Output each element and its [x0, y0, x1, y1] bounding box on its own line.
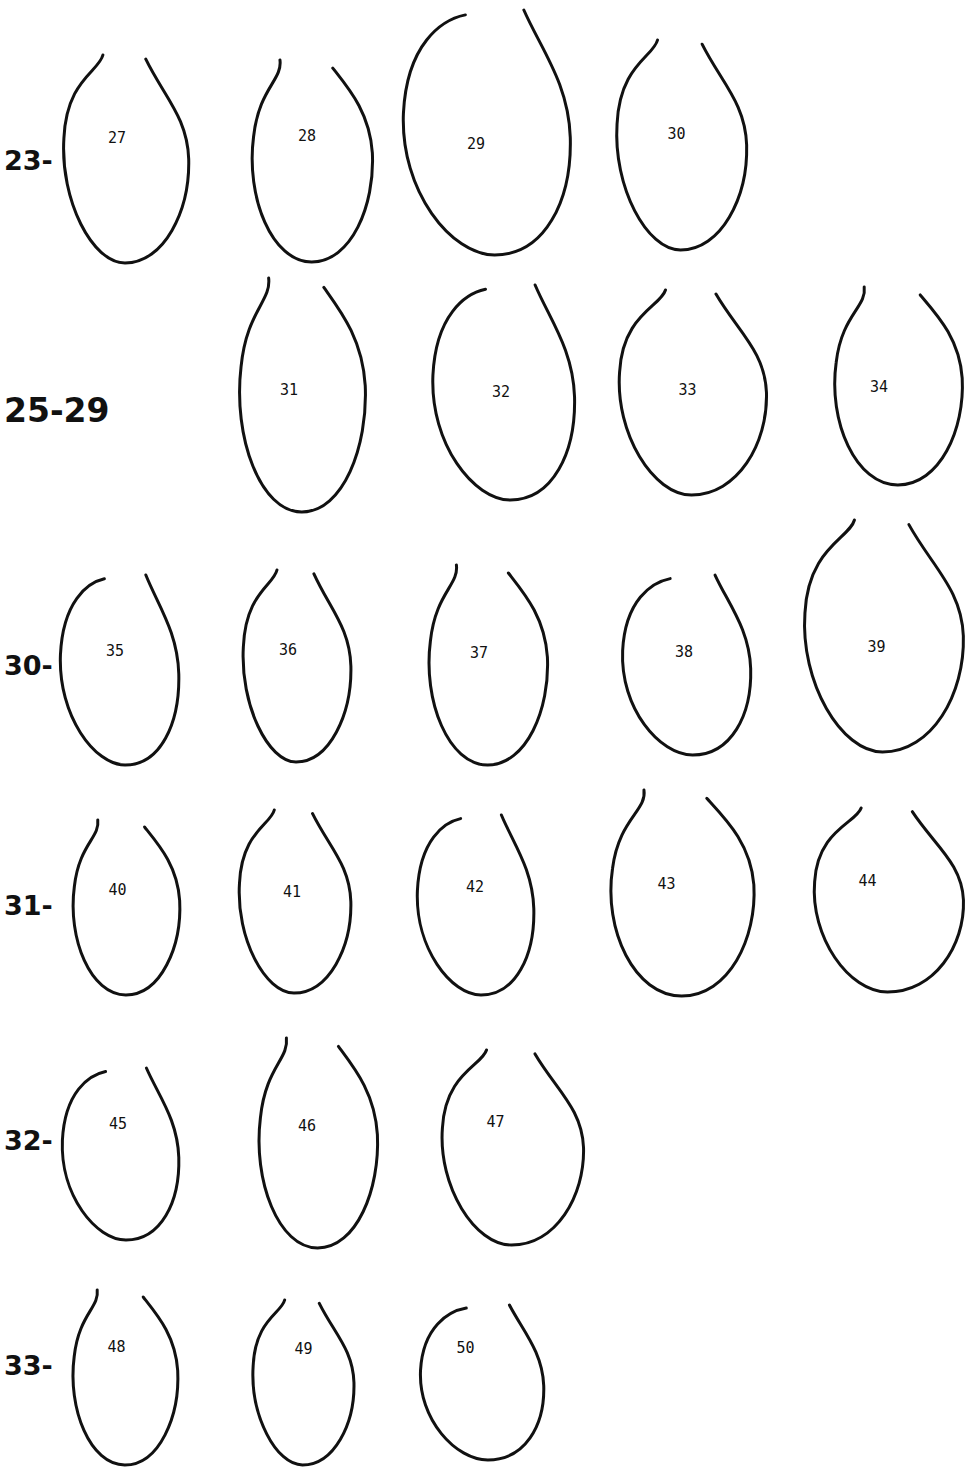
heart-outline-shape	[250, 1300, 355, 1465]
specimen-number: 46	[242, 1119, 372, 1134]
heart-outline-path	[623, 575, 751, 755]
heart-outline-path	[73, 820, 180, 995]
heart-outline-shape	[65, 1290, 180, 1465]
specimen-number: 30	[609, 127, 744, 142]
heart-outline-path	[62, 1068, 179, 1240]
heart-outline-path	[835, 287, 963, 485]
heart-outline-shape	[600, 790, 757, 996]
heart-outline: 48	[65, 1290, 180, 1465]
heart-outline-shape	[825, 287, 965, 485]
heart-outline-path	[805, 520, 964, 752]
heart-outline: 29	[400, 10, 572, 255]
heart-outline-shape	[65, 820, 182, 995]
specimen-number: 42	[415, 880, 535, 895]
specimen-number: 44	[790, 874, 945, 889]
heart-outline-path	[252, 60, 372, 262]
heart-outline: 28	[243, 60, 375, 262]
specimen-number: 39	[794, 640, 959, 655]
heart-outline-path	[814, 808, 963, 992]
heart-outline-path	[73, 1290, 178, 1465]
heart-outline-shape	[230, 278, 368, 512]
heart-outline-shape	[800, 520, 965, 752]
heart-outline: 31	[230, 278, 368, 512]
heart-outline-shape	[60, 55, 190, 263]
specimen-number: 47	[422, 1115, 569, 1130]
heart-outline-shape	[810, 808, 965, 992]
specimen-number: 33	[611, 383, 764, 398]
specimen-number: 35	[54, 644, 176, 659]
specimen-number: 40	[59, 883, 176, 898]
heart-outline: 41	[236, 810, 352, 993]
row-label: 31-	[4, 892, 53, 919]
row-label: 30-	[4, 652, 53, 679]
specimen-number: 31	[220, 383, 358, 398]
specimen-number: 34	[809, 380, 949, 395]
specimen-number: 27	[52, 131, 182, 146]
heart-outline-path	[60, 575, 179, 765]
specimen-number: 49	[251, 1342, 356, 1357]
heart-outline: 33	[615, 290, 768, 495]
heart-outline-shape	[58, 575, 180, 765]
heart-outline: 38	[620, 575, 752, 755]
specimen-number: 37	[414, 646, 544, 661]
heart-outline: 34	[825, 287, 965, 485]
heart-outline-path	[240, 278, 366, 512]
heart-outline-path	[259, 1038, 378, 1248]
specimen-number: 45	[58, 1117, 178, 1132]
heart-outline-path	[611, 790, 754, 996]
heart-outline: 46	[250, 1038, 380, 1248]
heart-outline: 43	[600, 790, 757, 996]
heart-outline: 50	[418, 1305, 545, 1460]
heart-outline-shape	[613, 40, 748, 250]
heart-outline-shape	[60, 1068, 180, 1240]
heart-outline-shape	[420, 565, 550, 765]
heart-outline: 27	[60, 55, 190, 263]
heart-outline-path	[429, 565, 548, 765]
row-label: 23-	[4, 147, 53, 174]
specimen-number: 32	[428, 385, 574, 400]
heart-outline-path	[64, 55, 189, 263]
heart-outline: 39	[800, 520, 965, 752]
specimen-number: 41	[234, 885, 350, 900]
heart-outline-path	[239, 810, 351, 993]
row-label: 25-29	[4, 394, 110, 427]
heart-outline: 42	[415, 815, 535, 995]
heart-outline: 30	[613, 40, 748, 250]
heart-outline-shape	[620, 575, 752, 755]
heart-outline-path	[420, 1305, 543, 1460]
heart-outline: 40	[65, 820, 182, 995]
heart-outline: 36	[240, 570, 352, 762]
heart-outline-shape	[240, 570, 352, 762]
specimen-number: 38	[618, 645, 750, 660]
specimen-number: 43	[588, 877, 745, 892]
heart-outline-shape	[236, 810, 352, 993]
heart-outline-path	[253, 1300, 354, 1465]
heart-outline-shape	[415, 815, 535, 995]
heart-outline: 49	[250, 1300, 355, 1465]
heart-outline: 44	[810, 808, 965, 992]
heart-outline-path	[417, 815, 534, 995]
heart-outline: 37	[420, 565, 550, 765]
heart-outline: 32	[430, 285, 576, 500]
row-label: 32-	[4, 1127, 53, 1154]
heart-outline-path	[243, 570, 351, 762]
heart-outline-shape	[243, 60, 375, 262]
heart-outline-shape	[400, 10, 572, 255]
specimen-number: 48	[59, 1340, 174, 1355]
specimen-number: 28	[241, 129, 373, 144]
heart-outline-path	[442, 1050, 584, 1245]
specimen-number: 29	[390, 137, 562, 152]
heart-outline-shape	[250, 1038, 380, 1248]
row-label: 33-	[4, 1352, 53, 1379]
heart-outline-shape	[438, 1050, 585, 1245]
specimen-number: 50	[402, 1341, 529, 1356]
heart-outline: 35	[58, 575, 180, 765]
heart-outline-shape	[418, 1305, 545, 1460]
heart-outline-path	[617, 40, 747, 250]
heart-outline: 47	[438, 1050, 585, 1245]
heart-outline: 45	[60, 1068, 180, 1240]
heart-outline-path	[403, 10, 570, 255]
specimen-number: 36	[232, 643, 344, 658]
